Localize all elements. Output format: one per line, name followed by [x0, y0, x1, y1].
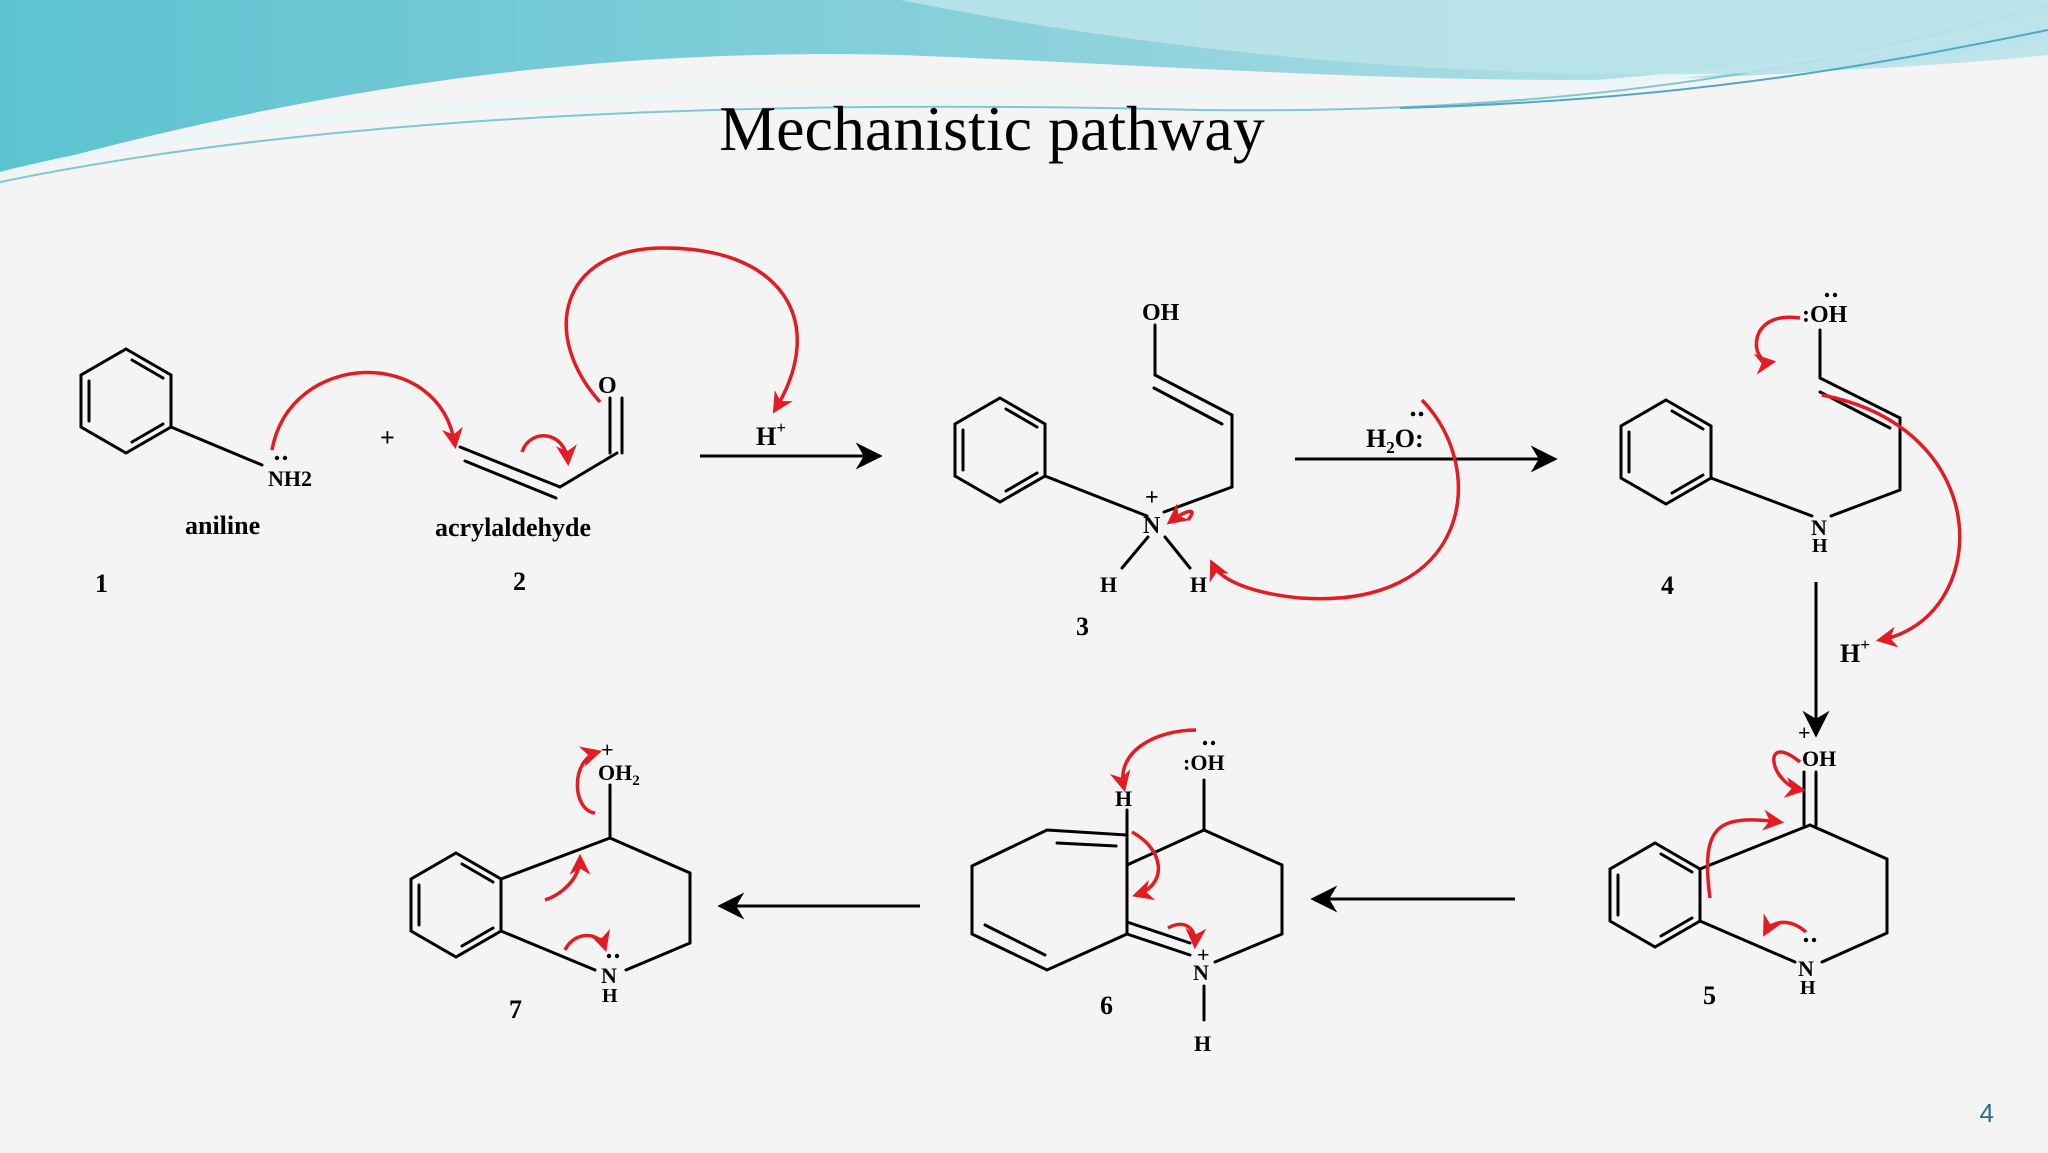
positive-charge: +	[1145, 485, 1159, 511]
amine-nitrogen: N	[1811, 515, 1827, 540]
curly-arrow-oh-lone-pair	[1753, 315, 1801, 375]
hydroxyl-label: :OH	[1802, 302, 1848, 328]
oxonium-charge: +	[601, 737, 614, 762]
reagent-h-plus: H+	[756, 418, 786, 451]
compound-number-6: 6	[1100, 991, 1113, 1020]
iminium-nitrogen: N	[1193, 960, 1209, 985]
curly-arrow-iminium	[1167, 922, 1207, 950]
curly-arrow-nh-lone-pair	[563, 928, 610, 953]
curly-arrow-n-attack	[270, 370, 463, 451]
compound-6-structure: H :OH N + H	[970, 740, 1284, 1056]
hydroxyl-label: OH	[1142, 300, 1180, 326]
oxonium-label: OH2	[598, 760, 640, 789]
amine-hydrogen: H	[602, 985, 618, 1007]
header-banner	[0, 0, 2048, 183]
hydroxyl-label: :OH	[1183, 750, 1225, 775]
iminium-hydrogen: H	[1194, 1031, 1211, 1056]
compound-number-7: 7	[509, 995, 522, 1024]
curly-arrow-hydride	[1109, 728, 1197, 793]
curly-arrow-nh-bond	[1166, 503, 1194, 525]
curly-arrow-enol-protonation	[1821, 393, 1962, 648]
angular-hydrogen: H	[1115, 786, 1132, 811]
compound-5-structure: OH + N H	[1608, 720, 1889, 999]
amine-hydrogen: H	[1812, 535, 1828, 557]
amine-nitrogen: N	[601, 963, 617, 988]
compound-number-1: 1	[95, 569, 108, 598]
curly-arrow-pi-shift	[520, 434, 577, 467]
curly-arrow-water-deprotonation	[1209, 398, 1461, 601]
compound-number-5: 5	[1703, 981, 1716, 1010]
curly-arrow-protonation	[564, 246, 800, 414]
amine-hydrogen: H	[1800, 977, 1816, 999]
curly-arrow-ring-bond	[544, 853, 591, 902]
ammonium-nitrogen: N	[1143, 513, 1161, 539]
aniline-structure: NH2	[79, 347, 312, 491]
compound-number-2: 2	[513, 567, 526, 596]
ammonium-h-right: H	[1190, 572, 1207, 597]
curly-arrow-n-lone-pair	[1763, 913, 1808, 937]
compound-4-structure: :OH N H	[1619, 292, 1902, 557]
aniline-name: aniline	[185, 511, 260, 540]
curly-arrow-water-loss	[575, 746, 603, 815]
compound-7-structure: OH2 + N H	[409, 737, 692, 1007]
compound-3-structure: OH N + H H	[953, 300, 1234, 597]
compound-number-4: 4	[1661, 571, 1674, 600]
curly-arrow-ch-bond	[1131, 830, 1161, 900]
acrylaldehyde-structure: O	[458, 373, 624, 500]
page-number: 4	[1979, 1098, 1994, 1128]
electron-push-arrows	[270, 246, 1962, 953]
reagent-h-plus-2: H+	[1840, 635, 1870, 668]
plus-sign: +	[380, 423, 395, 452]
amine-label: NH2	[268, 466, 312, 491]
iminium-charge: +	[1197, 942, 1210, 967]
carbonyl-oxygen: O	[598, 373, 617, 399]
slide-title: Mechanistic pathway	[719, 93, 1265, 164]
compound-number-3: 3	[1076, 612, 1089, 641]
hydroxyl-label: OH	[1802, 746, 1836, 771]
curly-arrow-oxonium	[1772, 750, 1807, 798]
curly-arrow-ring-closure	[1705, 809, 1785, 899]
acrylaldehyde-name: acrylaldehyde	[435, 513, 591, 542]
ammonium-h-left: H	[1100, 572, 1117, 597]
reagent-water: H2O:	[1366, 424, 1424, 457]
amine-nitrogen: N	[1798, 956, 1814, 981]
oxonium-charge: +	[1798, 720, 1811, 745]
